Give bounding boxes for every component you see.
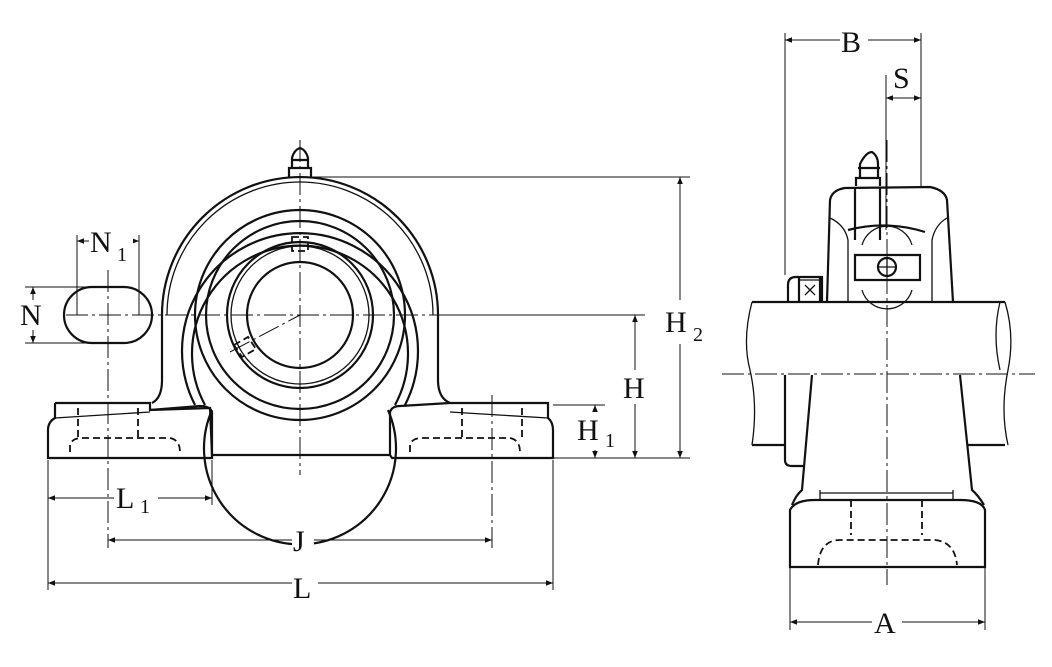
svg-text:S: S bbox=[893, 62, 910, 95]
dimension-H2: H 2 bbox=[664, 177, 714, 458]
svg-text:1: 1 bbox=[117, 244, 127, 266]
svg-text:J: J bbox=[293, 525, 305, 558]
dimension-B: B bbox=[785, 25, 921, 59]
shaft bbox=[745, 300, 1012, 447]
svg-text:H: H bbox=[665, 306, 687, 339]
svg-text:2: 2 bbox=[693, 324, 703, 346]
dimension-H1: H 1 bbox=[576, 405, 622, 458]
side-housing bbox=[783, 150, 987, 569]
svg-text:N: N bbox=[20, 299, 42, 332]
svg-text:1: 1 bbox=[140, 496, 150, 518]
dimension-J: J bbox=[108, 524, 492, 558]
dimension-N: N bbox=[18, 287, 46, 343]
centerlines bbox=[66, 140, 640, 548]
dimension-S: S bbox=[886, 62, 921, 101]
side-view: B S A bbox=[722, 25, 1035, 640]
dimension-A: A bbox=[790, 606, 985, 640]
svg-text:H: H bbox=[577, 414, 599, 447]
bolt-slot bbox=[62, 285, 154, 345]
svg-text:L: L bbox=[293, 572, 311, 605]
dimension-H: H bbox=[622, 315, 652, 458]
dimension-L1: L 1 bbox=[48, 480, 212, 518]
side-centerlines bbox=[722, 140, 1035, 585]
svg-text:A: A bbox=[874, 607, 896, 640]
dimension-N1: N 1 bbox=[77, 226, 139, 266]
svg-text:H: H bbox=[623, 372, 645, 405]
dimension-L: L bbox=[48, 570, 553, 605]
svg-text:B: B bbox=[841, 26, 861, 59]
svg-text:L: L bbox=[116, 482, 134, 515]
front-view: N 1 N H 2 H H 1 L 1 bbox=[18, 140, 714, 605]
svg-text:N: N bbox=[90, 226, 112, 259]
svg-text:1: 1 bbox=[605, 430, 615, 452]
